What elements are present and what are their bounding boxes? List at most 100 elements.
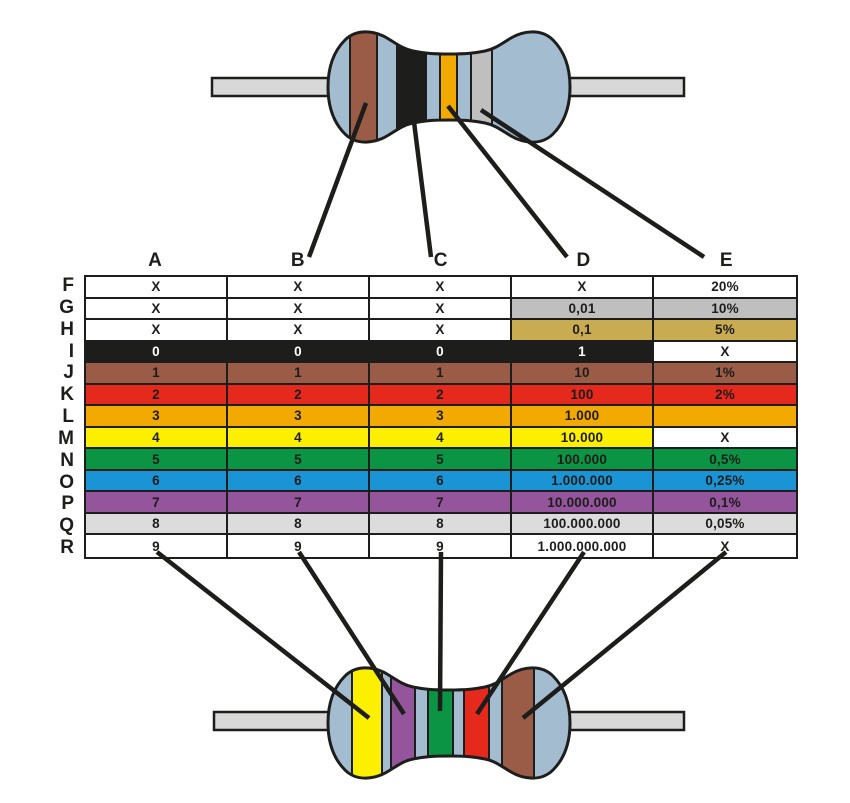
top-resistor-left-lead (210, 76, 334, 98)
table-cell: 0,25% (654, 470, 796, 493)
table-cell: X (228, 298, 370, 321)
top-resistor-right-lead (564, 76, 686, 98)
table-cell: X (86, 298, 228, 321)
table-cell: X (370, 320, 512, 342)
table-cell: 9 (86, 535, 228, 557)
table-cell: 6 (228, 470, 370, 493)
connector-line-silver-to-E (479, 108, 706, 259)
table-column-headers: A B C D E (84, 248, 798, 274)
resistor-band-red (463, 667, 490, 779)
table-cell: X (228, 320, 370, 342)
connector-line-red-to-D (475, 550, 586, 716)
top-resistor-outline (326, 30, 572, 144)
table-cell: 2 (228, 384, 370, 407)
table-cell: 6 (370, 470, 512, 493)
table-cell: X (228, 277, 370, 299)
connector-line-black-to-C (409, 105, 434, 258)
table-cell: 7 (86, 492, 228, 514)
table-cell: 5 (370, 449, 512, 471)
table-cell: 9 (228, 535, 370, 557)
table-cell: 1.000 (512, 406, 654, 428)
top-resistor-bands (349, 31, 493, 143)
table-cell: 0,5% (654, 449, 796, 471)
table-cell: 1 (512, 341, 654, 364)
table-cell: 0 (370, 341, 512, 364)
table-cell: 4 (86, 427, 228, 450)
table-cell: 0,01 (512, 298, 654, 321)
row-label-K: K (60, 384, 74, 406)
table-cell: 9 (370, 535, 512, 557)
table-cell: 0 (228, 341, 370, 364)
table-cell: 5% (654, 320, 796, 342)
row-label-R: R (60, 537, 74, 559)
row-label-F: F (62, 275, 74, 296)
top-resistor-figure (210, 30, 706, 259)
table-cell: 1 (370, 363, 512, 385)
table-cell: X (370, 298, 512, 321)
table-cell: 20% (654, 277, 796, 299)
table-cell: 3 (370, 406, 512, 428)
table-cell: 5 (86, 449, 228, 471)
row-label-M: M (58, 427, 74, 449)
connector-line-yellow-to-A (155, 550, 371, 720)
row-label-N: N (60, 449, 74, 471)
table-cell: X (86, 320, 228, 342)
table-cell: 10% (654, 298, 796, 321)
table-cell: 6 (86, 470, 228, 493)
table-cell: X (370, 277, 512, 299)
connector-line-violet-to-B (297, 550, 406, 716)
resistor-band-yellow (351, 667, 383, 779)
connector-line-brown-to-B (306, 102, 369, 258)
connector-line-orange-to-D (446, 104, 569, 259)
bottom-resistor-right-lead (564, 710, 686, 732)
table-cell: 1.000.000 (512, 470, 654, 493)
table-cell: X (654, 535, 796, 557)
resistor-band-orange (439, 31, 458, 143)
table-cell: X (86, 277, 228, 299)
row-label-Q: Q (59, 515, 74, 537)
row-label-I: I (68, 340, 74, 362)
row-label-H: H (60, 318, 74, 340)
bottom-resistor-outline (326, 666, 572, 780)
column-header-A: A (148, 250, 162, 271)
table-cell: 1 (86, 363, 228, 385)
table-cell: 8 (370, 513, 512, 536)
table-cell: 1% (654, 363, 796, 385)
table-cell: 0,1% (654, 492, 796, 514)
connector-line-brown-to-E (521, 550, 728, 720)
row-label-O: O (59, 471, 74, 493)
column-header-D: D (576, 250, 591, 271)
table-cell: X (654, 427, 796, 450)
table-cell: 4 (228, 427, 370, 450)
column-header-E: E (719, 250, 733, 271)
table-cell: 3 (86, 406, 228, 428)
table-cell: 7 (370, 492, 512, 514)
table-cell: 0,05% (654, 513, 796, 536)
top-connector-lines (306, 102, 706, 259)
row-label-G: G (59, 296, 74, 318)
resistor-band-brown (501, 667, 535, 779)
table-cell: 7 (228, 492, 370, 514)
table-cell: 10 (512, 363, 654, 385)
table-cell: 100 (512, 384, 654, 407)
table-cell: 3 (228, 406, 370, 428)
row-label-J: J (63, 362, 74, 384)
table-cell: 10.000 (512, 427, 654, 450)
column-header-C: C (433, 250, 448, 271)
table-cell: 0 (86, 341, 228, 364)
table-cell: 1 (228, 363, 370, 385)
table-cell: 2 (370, 384, 512, 407)
table-cell: 100.000 (512, 449, 654, 471)
table-cell (654, 406, 796, 428)
column-header-B: B (290, 250, 305, 271)
bottom-connector-lines (155, 550, 728, 720)
table-cell: X (512, 277, 654, 299)
table-cell: 100.000.000 (512, 513, 654, 536)
row-label-L: L (62, 406, 74, 428)
bottom-resistor-figure (155, 550, 728, 780)
table-cell: 2% (654, 384, 796, 407)
table-cell: X (654, 341, 796, 364)
